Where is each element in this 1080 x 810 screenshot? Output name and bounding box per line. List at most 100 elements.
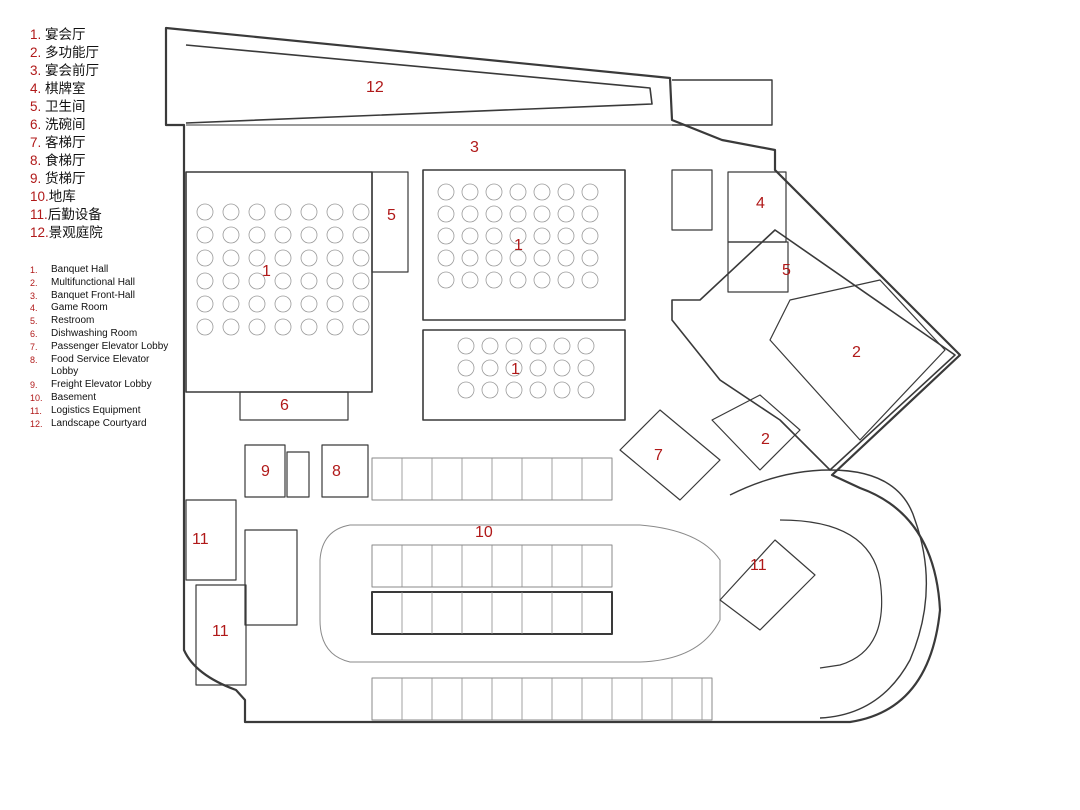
legend-en-item: 10.Basement: [30, 391, 97, 403]
label-front-hall: 3: [470, 139, 479, 156]
banquet-table: [274, 203, 292, 221]
banquet-table: [533, 271, 551, 289]
banquet-table: [326, 203, 344, 221]
banquet-table: [300, 295, 318, 313]
logistics-west-upper: [185, 499, 237, 581]
banquet-table: [553, 359, 571, 377]
banquet-table: [326, 249, 344, 267]
banquet-table: [577, 381, 595, 399]
ramp-curve: [729, 469, 928, 719]
courtyard-inner-wall: [185, 44, 653, 124]
banquet-hall-south: [422, 329, 626, 421]
legend-cn-item: 2. 多功能厅: [30, 45, 100, 60]
banquet-table: [196, 226, 214, 244]
food-elevator-lobby: [321, 444, 369, 498]
banquet-table: [196, 295, 214, 313]
banquet-table: [457, 381, 475, 399]
passenger-elevator-lobby: [619, 409, 721, 501]
banquet-table: [485, 183, 503, 201]
banquet-table: [505, 381, 523, 399]
banquet-table: [352, 226, 370, 244]
legend-en-item: 6.Dishwashing Room: [30, 327, 138, 339]
banquet-table: [557, 227, 575, 245]
ramp-inner: [779, 519, 883, 669]
banquet-table: [485, 271, 503, 289]
banquet-table: [196, 203, 214, 221]
building-outline: [164, 26, 962, 724]
legend-en-item: 8.Food Service Elevator Lobby: [30, 353, 150, 378]
banquet-table: [505, 337, 523, 355]
banquet-table: [248, 203, 266, 221]
elevator-shaft: [286, 451, 310, 498]
multifunctional-wing: [671, 229, 956, 471]
banquet-table: [326, 295, 344, 313]
legend-cn-item: 9. 货梯厅: [30, 171, 86, 186]
banquet-table: [437, 205, 455, 223]
legend-cn-item: 3. 宴会前厅: [30, 63, 100, 78]
legend-en-item: 3.Banquet Front-Hall: [30, 289, 135, 301]
banquet-table: [222, 203, 240, 221]
legend-cn-item: 11.后勤设备: [30, 207, 102, 222]
label-basement: 10: [475, 524, 493, 541]
banquet-table: [529, 359, 547, 377]
legend-en-item: 2.Multifunctional Hall: [30, 276, 135, 288]
legend-en-item: 11.Logistics Equipment: [30, 404, 141, 416]
banquet-table: [352, 249, 370, 267]
legend-en-item: 12.Landscape Courtyard: [30, 417, 147, 429]
legend-en-item: 9.Freight Elevator Lobby: [30, 379, 152, 391]
restroom-east: [727, 241, 789, 293]
banquet-table: [509, 205, 527, 223]
banquet-table: [437, 271, 455, 289]
restroom-west: [371, 171, 409, 273]
banquet-table: [352, 203, 370, 221]
banquet-table: [533, 183, 551, 201]
banquet-table: [326, 226, 344, 244]
banquet-table: [248, 295, 266, 313]
banquet-table: [274, 272, 292, 290]
banquet-table: [222, 249, 240, 267]
banquet-table: [581, 227, 599, 245]
banquet-table: [533, 205, 551, 223]
banquet-table: [326, 272, 344, 290]
banquet-table: [274, 318, 292, 336]
banquet-table: [300, 226, 318, 244]
banquet-table: [481, 381, 499, 399]
banquet-table: [300, 249, 318, 267]
label-food-elevator-lobby: 8: [332, 463, 341, 480]
banquet-table: [326, 318, 344, 336]
banquet-table: [557, 183, 575, 201]
banquet-table: [461, 271, 479, 289]
dishwashing-room: [239, 391, 349, 421]
legend-chinese: 1. 宴会厅 2. 多功能厅 3. 宴会前厅 4. 棋牌室 5. 卫生间 6. …: [30, 26, 103, 242]
logistics-west-lower: [195, 584, 247, 686]
legend-en-item: 1.Banquet Hall: [30, 264, 109, 275]
banquet-table: [437, 183, 455, 201]
label-logistics-west-lower: 11: [212, 623, 229, 640]
banquet-table: [196, 249, 214, 267]
banquet-table: [222, 226, 240, 244]
banquet-table: [577, 337, 595, 355]
label-multifunctional-hall-main: 2: [852, 344, 861, 361]
legend-cn-item: 1. 宴会厅: [30, 27, 86, 42]
banquet-table: [533, 227, 551, 245]
multifunctional-hall: [769, 279, 946, 441]
parking-row-south: [371, 677, 713, 721]
banquet-table: [457, 359, 475, 377]
banquet-table: [196, 272, 214, 290]
freight-elevator-lobby: [244, 444, 286, 498]
label-passenger-elevator-lobby: 7: [654, 447, 663, 464]
banquet-table: [437, 249, 455, 267]
logistics-east: [719, 539, 816, 631]
label-multifunctional-hall-small: 2: [761, 431, 770, 448]
banquet-table: [509, 271, 527, 289]
banquet-table: [461, 249, 479, 267]
banquet-table: [529, 337, 547, 355]
legend-english: 1.Banquet Hall 2.Multifunctional Hall 3.…: [30, 264, 170, 430]
banquet-table: [581, 249, 599, 267]
banquet-table: [485, 227, 503, 245]
banquet-table: [481, 359, 499, 377]
banquet-table: [509, 183, 527, 201]
banquet-table: [509, 227, 527, 245]
banquet-table: [557, 271, 575, 289]
